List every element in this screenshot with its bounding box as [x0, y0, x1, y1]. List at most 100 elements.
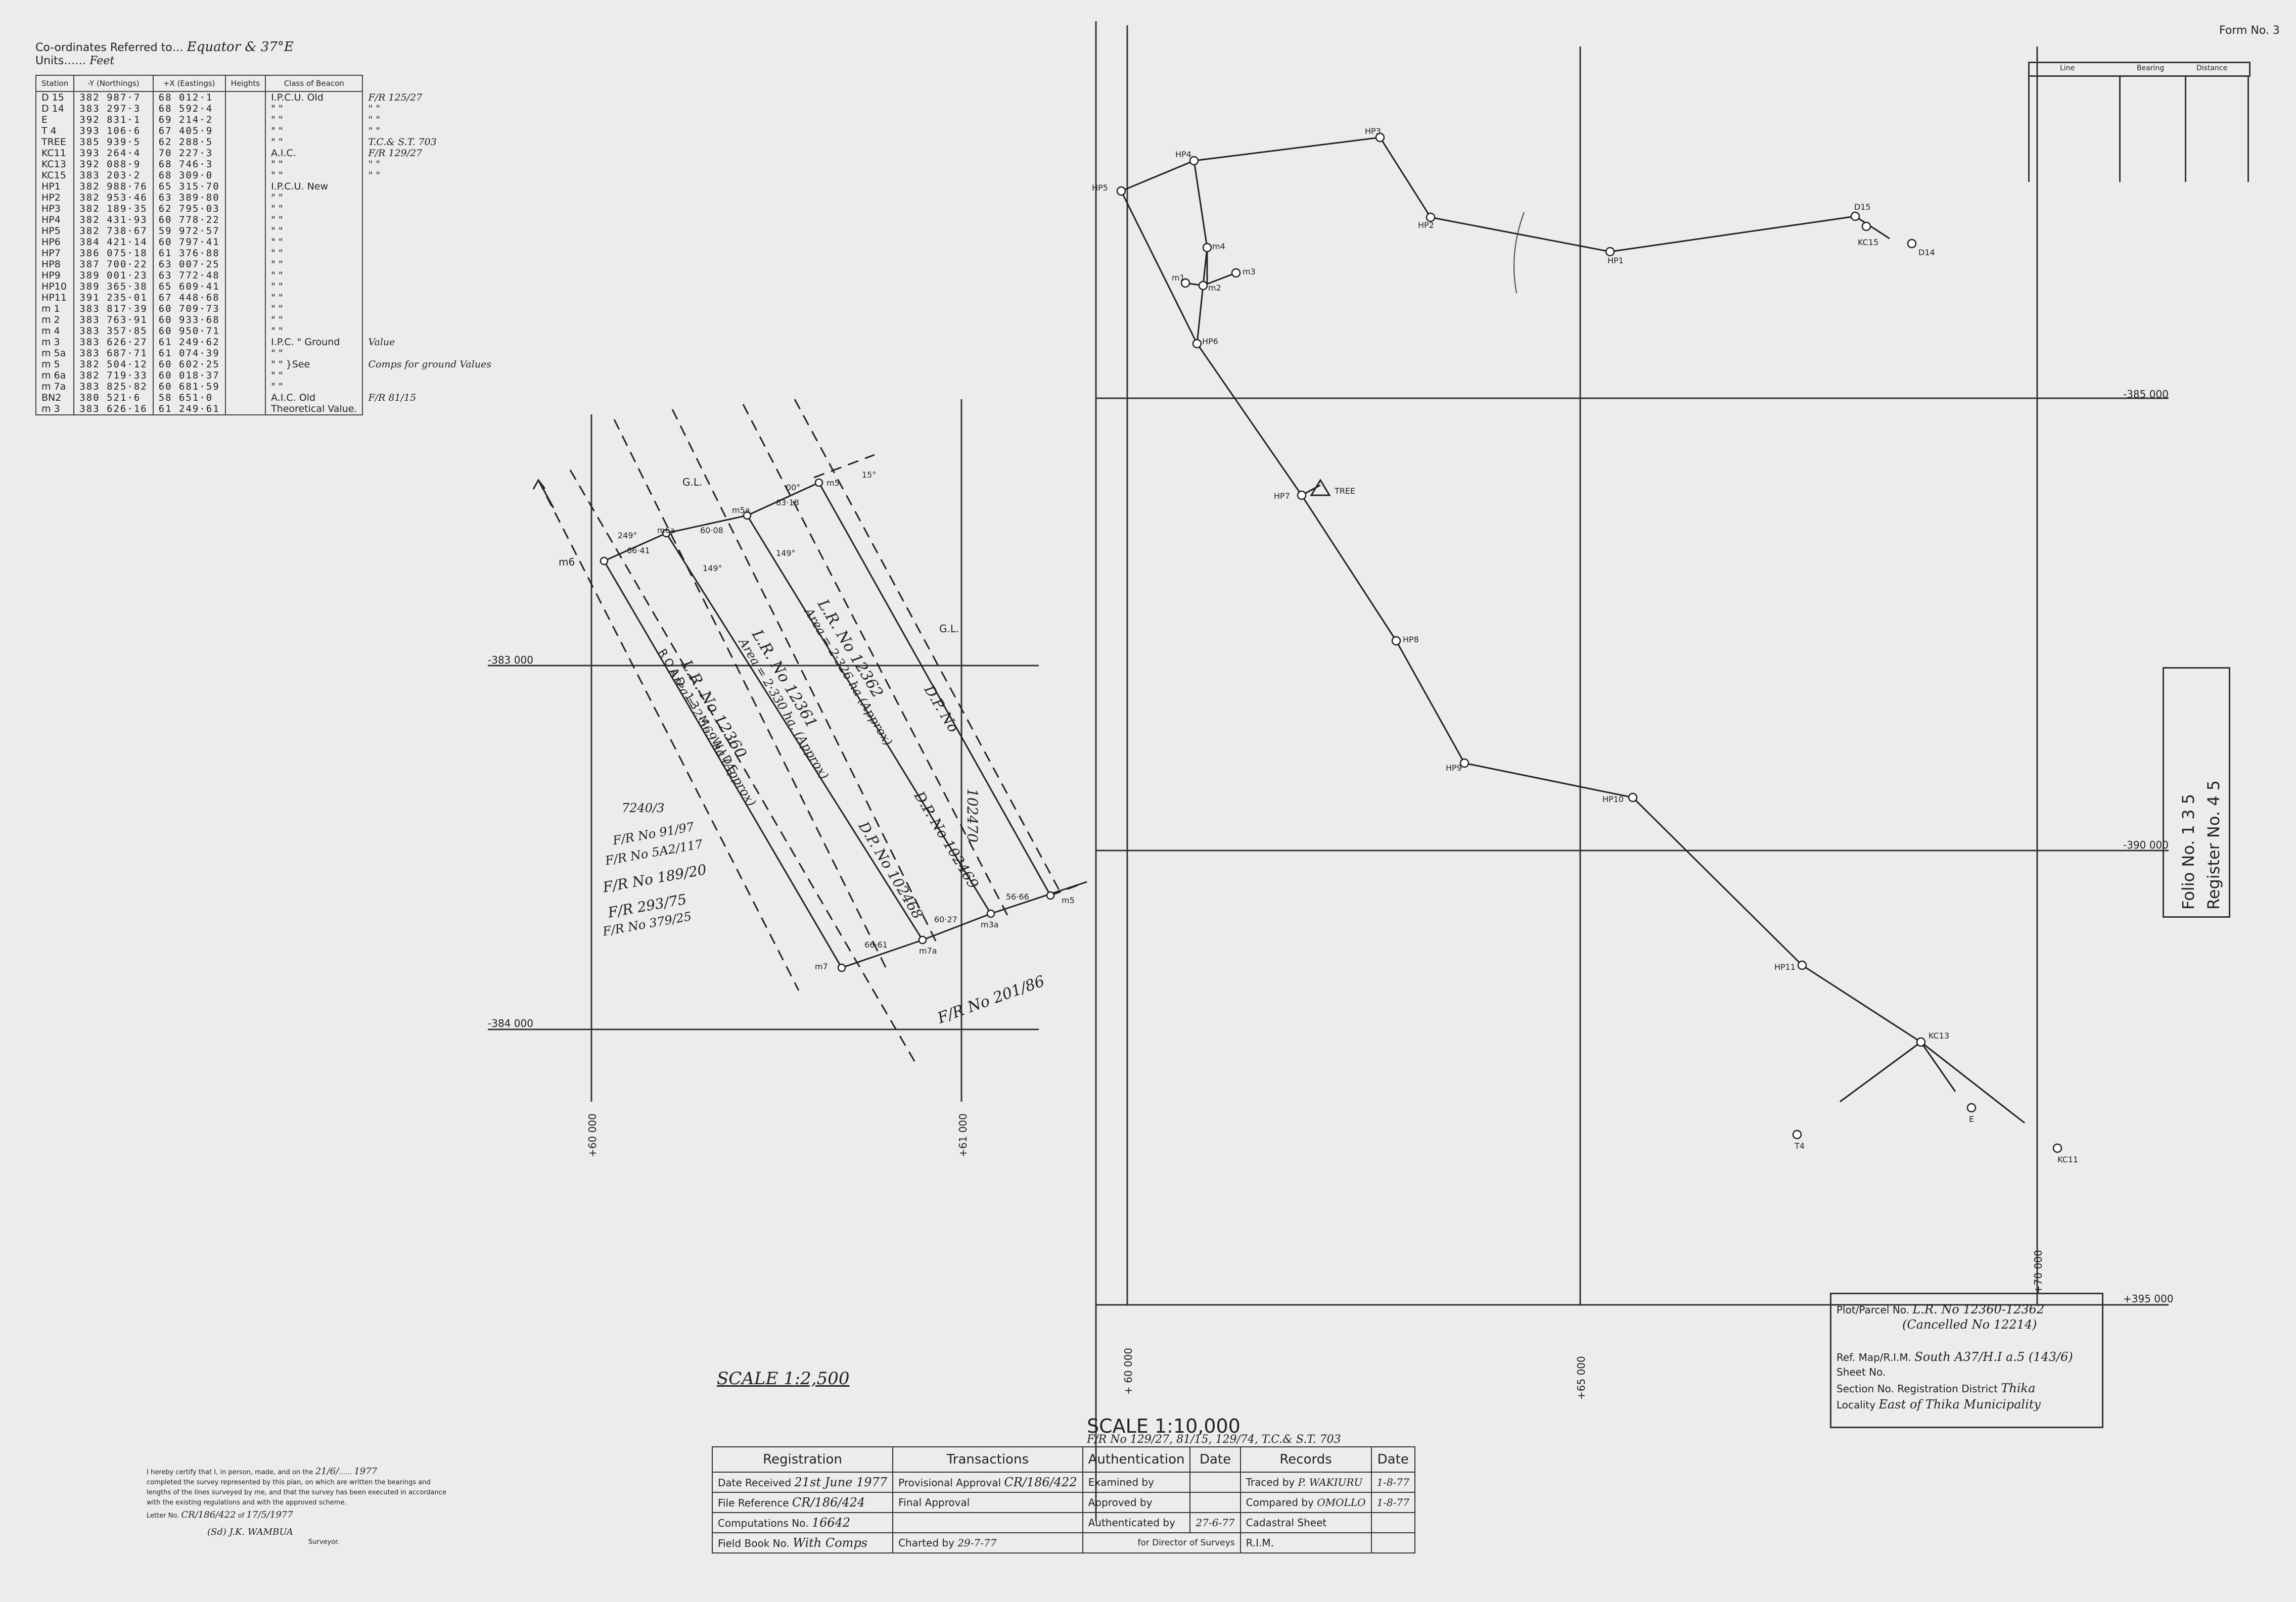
coord-height — [224, 403, 266, 415]
coord-height — [224, 337, 266, 348]
rim-cell: R.I.M. — [1239, 1532, 1372, 1553]
coord-class: " " — [265, 281, 363, 292]
coord-northing: 391 235·01 — [73, 292, 154, 303]
label-t4: T4 — [1795, 1141, 1805, 1151]
label-m5a: m5a — [732, 505, 750, 515]
coords-value: Equator & 37°E — [187, 39, 294, 55]
coord-ref: F/R 125/27 — [368, 91, 423, 103]
coord-class: " " — [265, 136, 363, 148]
label-hp6: HP6 — [1202, 337, 1218, 346]
surveyor-title: Surveyor. — [308, 1538, 340, 1546]
col-eastings: +X (Eastings) — [152, 75, 226, 92]
dp-label-4: 102470 — [964, 788, 981, 842]
registration-table: Registration Transactions Authentication… — [711, 1446, 1415, 1553]
coord-class: " " — [265, 370, 363, 381]
coord-easting: 67 448·68 — [152, 292, 226, 303]
coord-height — [224, 148, 266, 159]
comps-cell: Computations No. 16642 — [711, 1512, 894, 1533]
h-date-2: Date — [1370, 1446, 1415, 1473]
coord-class: " " — [265, 225, 363, 237]
traced-date: 1-8-77 — [1370, 1472, 1415, 1493]
sheet-label: Sheet No. — [1836, 1366, 1886, 1378]
coord-northing: 382 987·7 — [73, 91, 154, 103]
coord-height — [224, 370, 266, 381]
comps-value: 16642 — [811, 1516, 851, 1530]
coord-northing: 392 831·1 — [73, 114, 154, 125]
dist-6: 56·66 — [1006, 892, 1029, 902]
dist-1: 66·41 — [627, 546, 650, 555]
letter-value: CR/186/422 — [181, 1510, 236, 1520]
h-records: Records — [1239, 1446, 1372, 1473]
traverse-lines — [1120, 136, 2025, 1124]
coord-northing: 384 421·14 — [73, 237, 154, 248]
coord-class: " " — [265, 381, 363, 392]
bearing-3: 149° — [776, 548, 796, 558]
label-e: E — [1969, 1114, 1974, 1124]
coord-northing: 386 075·18 — [73, 248, 154, 259]
coord-height — [224, 381, 266, 392]
coord-class: I.P.C. " Ground — [265, 337, 363, 348]
label-m6: m6 — [559, 556, 575, 568]
coord-station: T 4 — [35, 125, 75, 136]
coord-height — [224, 359, 266, 370]
gl-label-1: G.L. — [682, 476, 703, 488]
coord-station: m 6a — [35, 370, 75, 381]
coord-station: m 1 — [35, 303, 75, 314]
charted-label: Charted by — [898, 1537, 954, 1549]
certificate-date: 21/6/ — [315, 1466, 339, 1477]
letter-date: 17/5/1977 — [246, 1510, 293, 1520]
coord-easting: 67 405·9 — [152, 125, 226, 136]
coord-easting: 61 249·62 — [152, 337, 226, 348]
fieldbook-value: With Comps — [793, 1536, 868, 1550]
coord-northing: 383 825·82 — [73, 381, 154, 392]
date-received-label: Date Received — [718, 1477, 792, 1489]
coord-station: HP7 — [35, 248, 75, 259]
date-received-value: 21st June 1977 — [794, 1475, 888, 1489]
coord-northing: 383 626·16 — [73, 403, 154, 415]
coord-height — [224, 214, 266, 225]
label-m6a: m6a — [657, 526, 675, 535]
coord-northing: 383 626·27 — [73, 337, 154, 348]
coord-station: m 3 — [35, 337, 75, 348]
certificate-letter-row: Letter No. CR/186/422 of 17/5/1977 — [147, 1510, 450, 1521]
coord-height — [224, 159, 266, 170]
certificate-line-1: I hereby certify that I, in person, made… — [147, 1466, 378, 1477]
locality-row: Locality East of Thika Municipality — [1836, 1397, 2041, 1411]
h-authentication: Authentication — [1082, 1446, 1191, 1473]
coord-northing: 382 431·93 — [73, 214, 154, 225]
bearing-rule-2 — [2119, 76, 2121, 182]
h-transactions: Transactions — [892, 1446, 1083, 1473]
final-approval-cell: Final Approval — [892, 1492, 1083, 1513]
bearing-2: 149° — [703, 563, 722, 573]
plot-info-box: Plot/Parcel No. L.R. No 12360-12362 (Can… — [1830, 1293, 2103, 1428]
label-m7a: m7a — [919, 946, 937, 956]
coord-height — [224, 103, 266, 114]
label-m4: m4 — [1212, 242, 1225, 251]
bearing-1: 249° — [618, 531, 637, 540]
pencil-arc — [1513, 212, 1525, 294]
coord-station: m 5 — [35, 359, 75, 370]
letter-of: of — [238, 1512, 245, 1520]
transactions-empty-cell — [892, 1512, 1083, 1533]
coordinates-table: Station -Y (Northings) +X (Eastings) Hei… — [35, 75, 497, 415]
coord-station: KC13 — [35, 159, 75, 170]
h-date-1: Date — [1189, 1446, 1241, 1473]
coord-northing: 393 264·4 — [73, 148, 154, 159]
ref-7240: 7240/3 — [622, 801, 665, 815]
coord-easting: 61 376·88 — [152, 248, 226, 259]
coord-ref: " " — [368, 125, 381, 136]
prov-approval-cell: Provisional Approval CR/186/422 — [892, 1472, 1083, 1493]
coord-class: " " — [265, 203, 363, 214]
coord-height — [224, 91, 266, 103]
bearing-col-distance: Distance — [2196, 64, 2228, 72]
coord-easting: 60 018·37 — [152, 370, 226, 381]
coord-class: " " — [265, 159, 363, 170]
dist-5: 60·27 — [934, 915, 957, 924]
